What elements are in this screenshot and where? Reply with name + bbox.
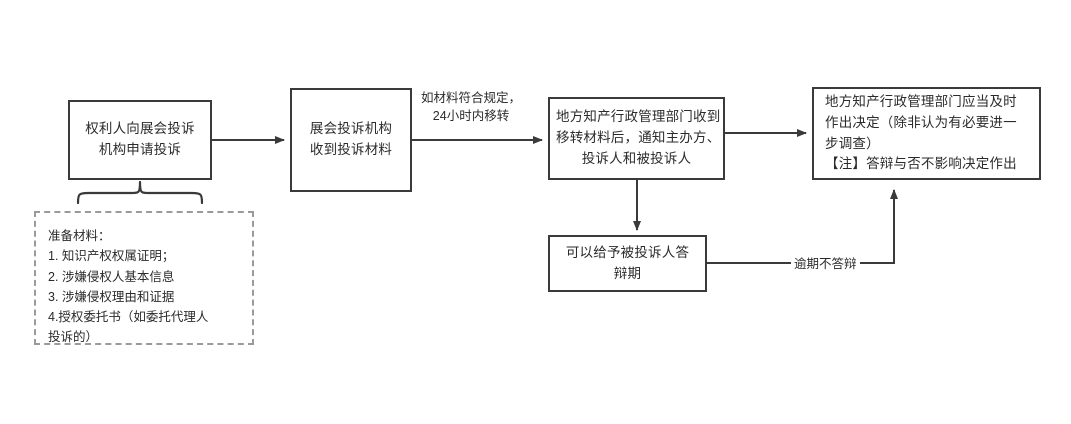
node-decide-text: 地方知产行政管理部门应当及时 作出决定（除非认为有必要进一 步调查） 【注】答辩… xyxy=(814,92,1039,176)
node-defense-line-2: 辩期 xyxy=(613,265,642,281)
node-apply-line-2: 机构申请投诉 xyxy=(98,142,182,157)
edge-label-transfer-line-2: 24小时内移转 xyxy=(432,109,510,124)
node-apply-text: 权利人向展会投诉 机构申请投诉 xyxy=(70,119,210,161)
note-item-4-cont: 投诉的） xyxy=(48,330,99,345)
note-required-materials: 准备材料： 1. 知识产权权属证明； 2. 涉嫌侵权人基本信息 3. 涉嫌侵权理… xyxy=(34,211,254,345)
node-decide-line-1: 地方知产行政管理部门应当及时 xyxy=(825,93,1017,109)
node-apply-complaint[interactable]: 权利人向展会投诉 机构申请投诉 xyxy=(68,100,212,180)
brace-apply-to-note xyxy=(76,180,204,205)
node-receive-line-1: 展会投诉机构 xyxy=(309,121,393,137)
edge-label-no-defense: 逾期不答辩 xyxy=(791,255,860,274)
node-decide-line-2: 作出决定（除非认为有必要进一 xyxy=(825,114,1017,130)
edge-defense-to-decide xyxy=(707,189,898,264)
note-item-3: 3. 涉嫌侵权理由和证据 xyxy=(48,289,175,304)
note-heading: 准备材料： xyxy=(48,229,111,243)
node-decide-line-3: 步调查） xyxy=(825,135,880,151)
note-item-2: 2. 涉嫌侵权人基本信息 xyxy=(48,269,175,284)
node-notify-parties[interactable]: 地方知产行政管理部门收到 移转材料后，通知主办方、 投诉人和被投诉人 xyxy=(548,97,725,180)
node-defense-line-1: 可以给予被投诉人答 xyxy=(565,244,690,260)
node-notify-line-2: 移转材料后，通知主办方、 xyxy=(556,130,721,146)
node-receive-materials[interactable]: 展会投诉机构 收到投诉材料 xyxy=(290,88,412,192)
node-notify-line-1: 地方知产行政管理部门收到 xyxy=(556,109,721,125)
edge-label-transfer-line-1: 如材料符合规定， xyxy=(421,91,522,105)
edge-label-transfer: 如材料符合规定， 24小时内移转 xyxy=(418,89,525,126)
note-item-1: 1. 知识产权权属证明； xyxy=(48,249,175,264)
node-receive-text: 展会投诉机构 收到投诉材料 xyxy=(292,119,410,161)
node-notify-text: 地方知产行政管理部门收到 移转材料后，通知主办方、 投诉人和被投诉人 xyxy=(550,107,723,170)
node-make-decision[interactable]: 地方知产行政管理部门应当及时 作出决定（除非认为有必要进一 步调查） 【注】答辩… xyxy=(812,87,1041,180)
node-defense-period[interactable]: 可以给予被投诉人答 辩期 xyxy=(548,235,707,292)
note-item-4: 4.授权委托书（如委托代理人 xyxy=(48,310,209,324)
node-apply-line-1: 权利人向展会投诉 xyxy=(85,121,195,137)
node-defense-text: 可以给予被投诉人答 辩期 xyxy=(550,243,705,285)
node-notify-line-3: 投诉人和被投诉人 xyxy=(581,150,692,166)
node-receive-line-2: 收到投诉材料 xyxy=(309,142,393,157)
node-decide-note-line: 【注】答辩与否不影响决定作出 xyxy=(825,156,1017,172)
